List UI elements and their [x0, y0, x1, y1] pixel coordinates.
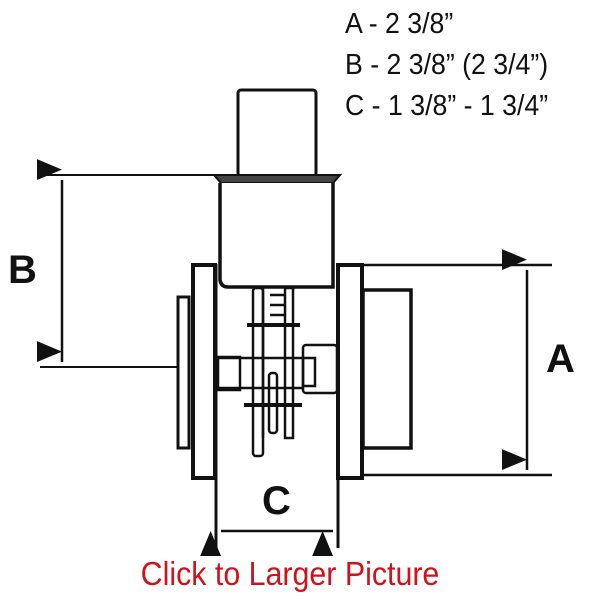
- flange: [211, 174, 343, 184]
- right-plate: [336, 263, 364, 480]
- left-small-plate: [176, 295, 191, 450]
- dimension-b-label: B: [8, 248, 37, 292]
- spec-a: A - 2 3/8”: [345, 8, 454, 40]
- larger-picture-link[interactable]: Click to Larger Picture: [140, 555, 440, 592]
- dimension-a-label: A: [546, 337, 575, 381]
- spec-c: C - 1 3/8” - 1 3/4”: [345, 90, 549, 122]
- plunger: [236, 88, 318, 178]
- dimension-c-label: C: [262, 479, 291, 523]
- left-plate: [191, 263, 217, 480]
- spec-b: B - 2 3/8” (2 3/4”): [345, 49, 549, 81]
- gear-mechanism: [216, 286, 339, 458]
- right-box: [361, 288, 413, 450]
- housing: [218, 183, 335, 289]
